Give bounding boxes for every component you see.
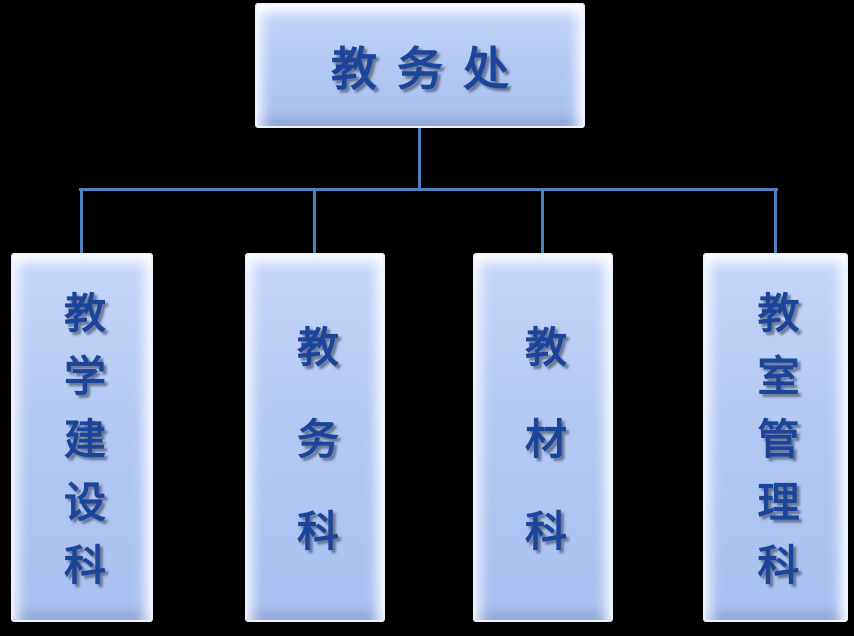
dept-label: 教室管理科 — [751, 290, 800, 606]
org-box-dept-teaching-materials: 教材科 — [473, 253, 613, 622]
dept-label: 教材科 — [518, 324, 568, 601]
connector-trunk — [418, 128, 421, 190]
org-box-dept-classroom-management: 教室管理科 — [703, 253, 848, 622]
connector-drop-1 — [80, 188, 83, 253]
org-box-dept-teaching-construction: 教学建设科 — [11, 253, 153, 622]
org-box-dept-academic-affairs: 教务科 — [245, 253, 385, 622]
dept-label: 教学建设科 — [57, 290, 107, 606]
connector-drop-2 — [313, 188, 316, 253]
connector-bus — [79, 188, 778, 191]
connector-drop-3 — [541, 188, 544, 253]
connector-drop-4 — [774, 188, 777, 253]
dept-label: 教务科 — [290, 324, 340, 601]
org-box-root: 教务处 — [255, 3, 585, 128]
root-label: 教务处 — [331, 41, 529, 96]
